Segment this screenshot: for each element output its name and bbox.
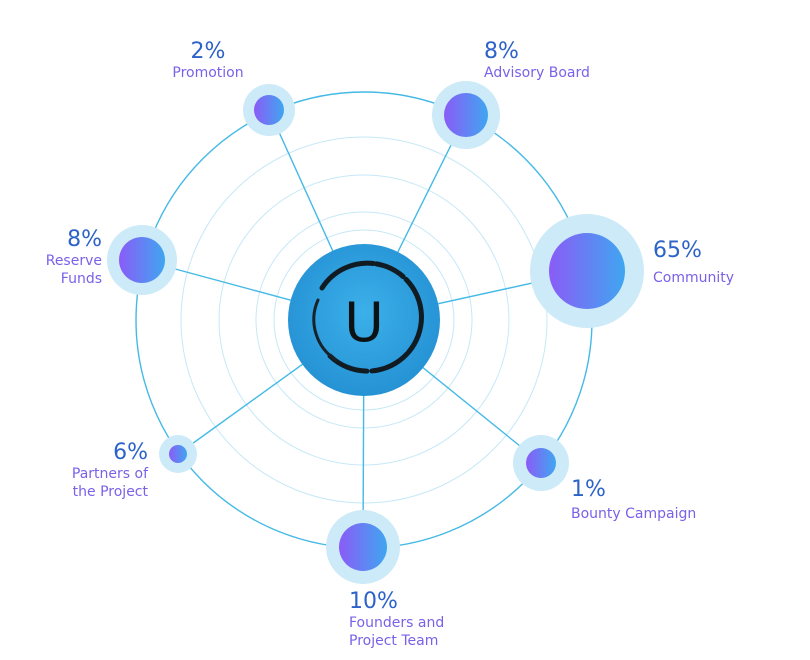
percent-advisory-board: 8% bbox=[484, 39, 519, 64]
label-advisory-board: 8% Advisory Board bbox=[484, 40, 590, 82]
node-advisory-board bbox=[432, 81, 500, 149]
node-partners-dot bbox=[169, 445, 187, 463]
percent-partners: 6% bbox=[113, 440, 148, 465]
node-advisory-board-dot bbox=[444, 93, 488, 137]
percent-community: 65% bbox=[653, 238, 702, 263]
label-community: 65% Community bbox=[653, 239, 734, 287]
node-community-dot bbox=[549, 233, 625, 309]
hub-brush-ring-inner bbox=[312, 298, 338, 362]
node-promotion-dot bbox=[254, 95, 284, 125]
name-community: Community bbox=[653, 270, 735, 286]
name-promotion: Promotion bbox=[172, 65, 244, 81]
label-promotion: 2% Promotion bbox=[160, 40, 256, 82]
node-partners bbox=[159, 435, 197, 473]
percent-reserve-funds: 8% bbox=[67, 227, 102, 252]
node-founders-team bbox=[326, 510, 400, 584]
percent-bounty-campaign: 1% bbox=[571, 477, 606, 502]
name-partners-line2: the Project bbox=[72, 484, 148, 500]
percent-founders-team: 10% bbox=[349, 589, 398, 614]
hub: U bbox=[288, 244, 440, 396]
hub-letter: U bbox=[344, 291, 384, 354]
node-founders-team-dot bbox=[339, 523, 387, 571]
node-bounty-campaign-dot bbox=[526, 448, 556, 478]
node-reserve-funds-dot bbox=[119, 237, 165, 283]
percent-promotion: 2% bbox=[190, 39, 226, 64]
name-founders-team-line1: Founders and bbox=[349, 615, 445, 631]
inner-ring-1 bbox=[180, 136, 548, 504]
hub-brush-ring bbox=[319, 260, 424, 374]
node-bounty-campaign bbox=[513, 435, 569, 491]
label-reserve-funds: 8% Reserve Funds bbox=[20, 228, 102, 288]
name-bounty-campaign: Bounty Campaign bbox=[571, 506, 697, 522]
name-partners-line1: Partners of bbox=[71, 466, 148, 482]
node-reserve-funds bbox=[107, 225, 177, 295]
label-bounty-campaign: 1% Bounty Campaign bbox=[571, 478, 696, 523]
name-reserve-funds-line1: Reserve bbox=[45, 253, 102, 269]
node-community bbox=[530, 214, 644, 328]
label-partners: 6% Partners of the Project bbox=[40, 441, 148, 501]
name-reserve-funds-line2: Funds bbox=[60, 271, 102, 287]
label-founders-team: 10% Founders and Project Team bbox=[349, 590, 444, 650]
node-promotion bbox=[243, 84, 295, 136]
name-advisory-board: Advisory Board bbox=[484, 65, 590, 81]
name-founders-team-line2: Project Team bbox=[349, 633, 439, 649]
